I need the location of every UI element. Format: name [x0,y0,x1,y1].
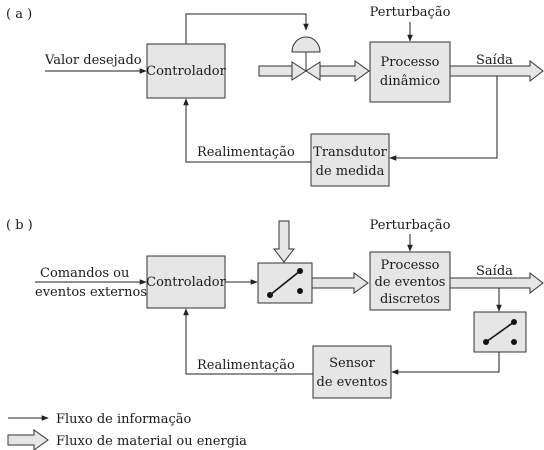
setpoint-label: Valor desejado [44,53,142,68]
material-flow-arrow-icon [7,429,49,450]
sensor-switch-icon [473,311,527,353]
perturbation-b-label: Perturbação [370,218,451,233]
sensor-a-box [310,133,390,187]
controller-b-box [146,255,226,309]
feedback-b-label: Realimentação [197,358,295,373]
process-a-line2: dinâmico [380,74,440,89]
controller-a-label: Controlador [146,64,226,79]
control-valve-icon [291,36,321,81]
output-a-label: Saída [476,53,513,68]
control-signal-arrow [185,13,309,44]
valve-to-process-flow [319,60,370,82]
feedback-a-arrow [183,98,311,163]
material-input-flow [272,220,296,263]
legend-material-flow: Fluxo de material ou energia [56,434,247,449]
perturbation-a-label: Perturbação [370,5,451,20]
process-b-line2: de eventos [375,275,446,290]
panel-b-label: ( b ) [6,218,33,233]
controller-b-label: Controlador [146,275,226,290]
feedback-a-label: Realimentação [197,145,295,160]
inputs-line2: eventos externos [35,285,147,300]
output-a-flow [449,59,544,83]
sensor-b-box [312,345,392,399]
sensor-b-line1: Sensor [329,356,375,371]
sensor-b-line2: de eventos [317,375,388,390]
output-b-label: Saída [476,264,513,279]
sensor-a-line1: Transdutor [313,145,387,160]
controller-a-box [146,43,226,99]
process-a-line1: Processo [381,55,440,70]
process-b-box [369,251,451,311]
actuator-switch-icon [257,262,313,304]
process-b-line1: Processo [381,258,440,273]
process-a-box [369,41,451,103]
inputs-line1: Comandos ou [40,266,129,281]
legend: Fluxo de informação Fluxo de material ou… [7,412,247,450]
output-b-flow [449,271,544,295]
process-b-line3: discretos [380,292,440,307]
measurement-a-arrow [389,76,498,161]
inlet-pipe [258,65,293,77]
measurement-b-arrow [391,352,500,375]
panel-a-label: ( a ) [6,7,32,22]
legend-information-flow: Fluxo de informação [56,412,191,427]
panel-b: ( b ) Comandos ou eventos externos Contr… [6,218,544,399]
sensor-a-line2: de medida [316,164,385,179]
panel-a: ( a ) Valor desejado Controlador Process… [6,5,544,187]
feedback-b-arrow [183,308,313,375]
switch-to-process-flow [311,272,369,294]
